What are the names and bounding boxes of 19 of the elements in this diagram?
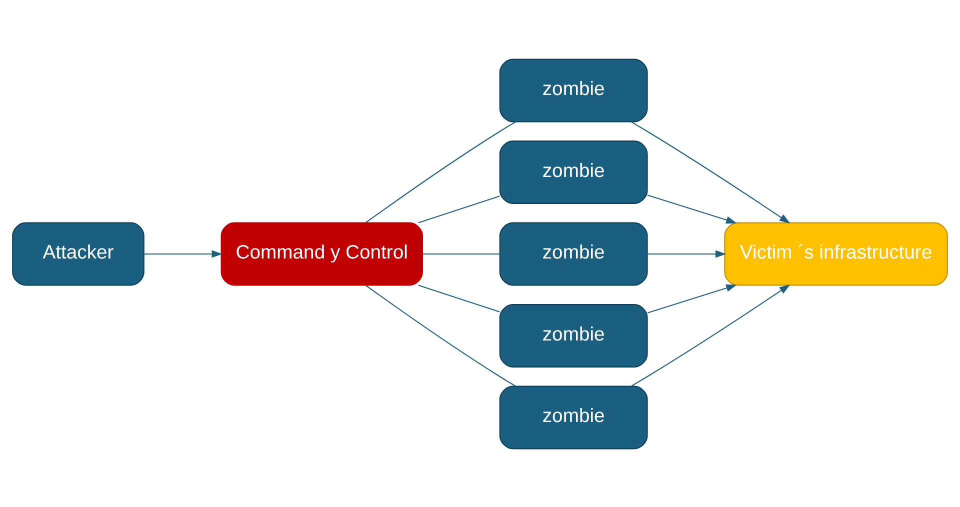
arrow: [648, 250, 726, 258]
connector: [366, 120, 516, 223]
connector: [418, 284, 500, 312]
connector: [422, 252, 500, 254]
arrow: [144, 250, 222, 258]
node-box: zombie: [499, 304, 648, 367]
node-box: zombie: [499, 140, 648, 204]
node-box: zombie: [499, 222, 648, 286]
arrow: [630, 120, 790, 224]
arrow: [630, 284, 790, 386]
connector: [366, 284, 516, 386]
node-box: Attacker: [12, 222, 144, 286]
node-box: Victim ´s infrastructure: [724, 222, 948, 286]
node-box: Command y Control: [220, 222, 423, 286]
node-box: zombie: [499, 385, 648, 449]
arrow: [647, 194, 737, 224]
connector: [418, 195, 500, 223]
node-box: zombie: [499, 58, 648, 122]
arrow: [647, 284, 737, 313]
